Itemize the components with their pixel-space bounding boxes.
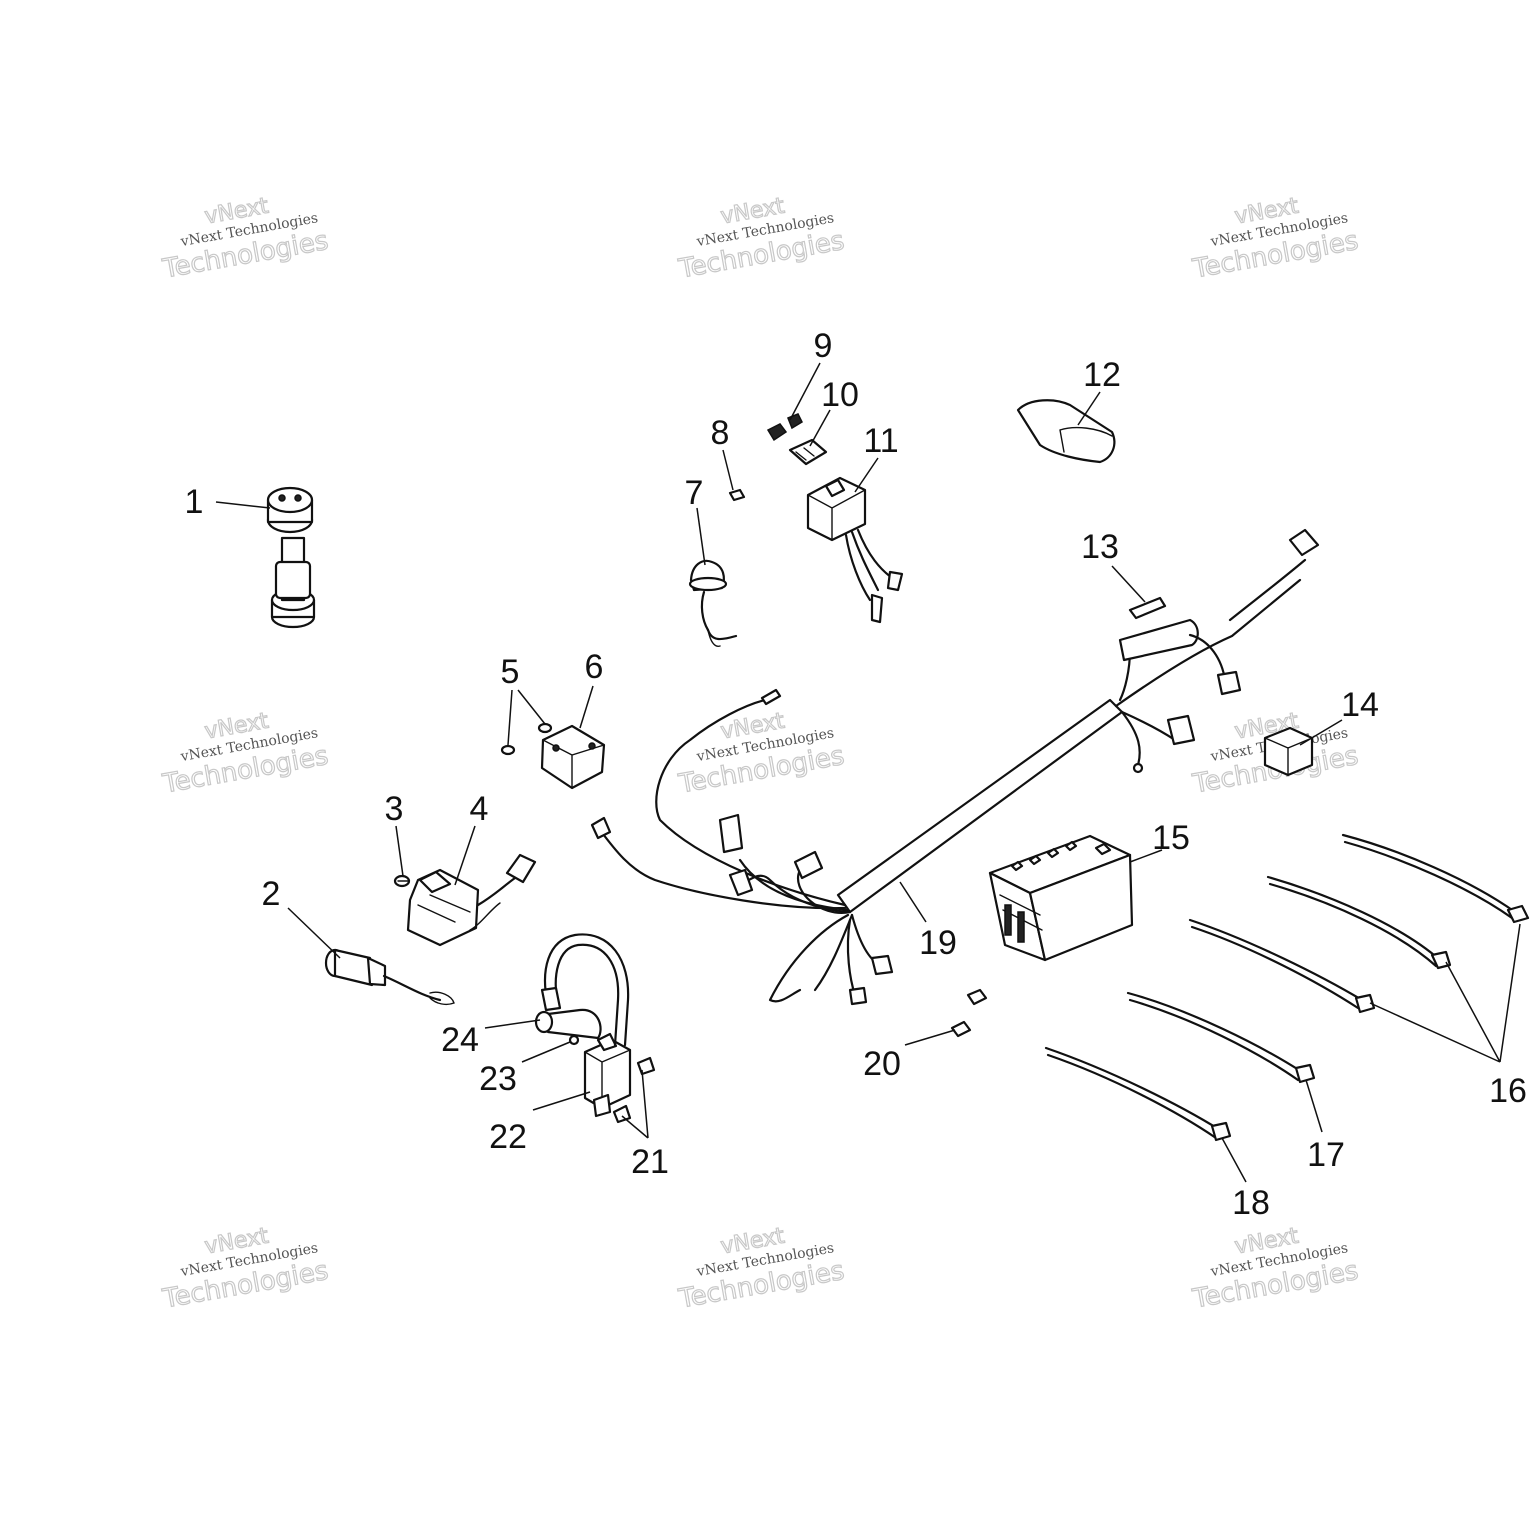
- part-3-screw[interactable]: [393, 874, 411, 888]
- part-20-nuts[interactable]: [950, 988, 988, 1038]
- callout-9: 9: [814, 327, 833, 365]
- callout-5: 5: [501, 653, 520, 691]
- watermark-middle-center: vNext vNext Technologies Technologies: [675, 708, 847, 800]
- part-11-cdi-box[interactable]: [806, 476, 904, 624]
- callout-6: 6: [585, 648, 604, 686]
- part-22-ignition-coil[interactable]: [583, 1032, 632, 1118]
- part-21-bolts[interactable]: [612, 1056, 656, 1124]
- part-16-straps[interactable]: [1188, 833, 1530, 1014]
- part-18-strap[interactable]: [1044, 1046, 1232, 1142]
- callout-20: 20: [863, 1045, 901, 1083]
- callout-19: 19: [919, 924, 957, 962]
- watermark-top-left: vNext vNext Technologies Technologies: [159, 193, 331, 285]
- callout-10: 10: [821, 376, 859, 414]
- callout-23: 23: [479, 1060, 517, 1098]
- part-2-starter-switch[interactable]: [324, 948, 455, 1006]
- part-1-ignition-switch[interactable]: [266, 486, 316, 629]
- callout-11: 11: [863, 422, 898, 460]
- watermark-bottom-left: vNext vNext Technologies Technologies: [159, 1223, 331, 1315]
- part-24-plug-cap[interactable]: [534, 933, 630, 1047]
- callout-14: 14: [1341, 686, 1379, 724]
- part-19-wire-harness[interactable]: [590, 528, 1320, 1006]
- part-8-clip[interactable]: [728, 488, 746, 502]
- callout-21: 21: [631, 1143, 669, 1181]
- part-15-battery[interactable]: [988, 834, 1134, 962]
- callout-15: 15: [1152, 819, 1190, 857]
- part-23-seal[interactable]: [568, 1034, 580, 1046]
- part-6-regulator[interactable]: [540, 724, 606, 790]
- callout-12: 12: [1083, 356, 1121, 394]
- callout-18: 18: [1232, 1184, 1270, 1222]
- watermark-top-right: vNext vNext Technologies Technologies: [1189, 193, 1361, 285]
- callout-16: 16: [1489, 1072, 1527, 1110]
- leader-lines: [215, 362, 1521, 1183]
- watermark-bottom-center: vNext vNext Technologies Technologies: [675, 1223, 847, 1315]
- callout-13: 13: [1081, 528, 1119, 566]
- part-12-tool-bag[interactable]: [1016, 399, 1116, 464]
- callout-24: 24: [441, 1021, 479, 1059]
- part-9-connector[interactable]: [766, 413, 803, 442]
- watermark-bottom-right: vNext vNext Technologies Technologies: [1189, 1223, 1361, 1315]
- part-10-fuse-holder[interactable]: [788, 438, 828, 466]
- part-7-switch[interactable]: [688, 559, 738, 647]
- callout-7: 7: [685, 474, 704, 512]
- callout-8: 8: [711, 414, 730, 452]
- callout-22: 22: [489, 1118, 527, 1156]
- watermarks: vNext vNext Technologies Technologies vN…: [159, 193, 1361, 1315]
- callout-1: 1: [185, 483, 204, 521]
- callout-17: 17: [1307, 1136, 1345, 1174]
- watermark-middle-left: vNext vNext Technologies Technologies: [159, 708, 331, 800]
- part-17-strap[interactable]: [1126, 991, 1316, 1084]
- part-14-relay[interactable]: [1263, 726, 1314, 777]
- watermark-top-center: vNext vNext Technologies Technologies: [675, 193, 847, 285]
- callout-2: 2: [262, 875, 281, 913]
- part-13-fuse[interactable]: [1128, 596, 1167, 620]
- part-4-relay[interactable]: [406, 853, 537, 947]
- callout-numbers: 1 2 3 4 5 6 7 8 9 10 11 12 13 14 15 16 1…: [185, 327, 1527, 1222]
- part-5-screws[interactable]: [500, 722, 553, 756]
- callout-3: 3: [385, 790, 404, 828]
- callout-4: 4: [470, 790, 489, 828]
